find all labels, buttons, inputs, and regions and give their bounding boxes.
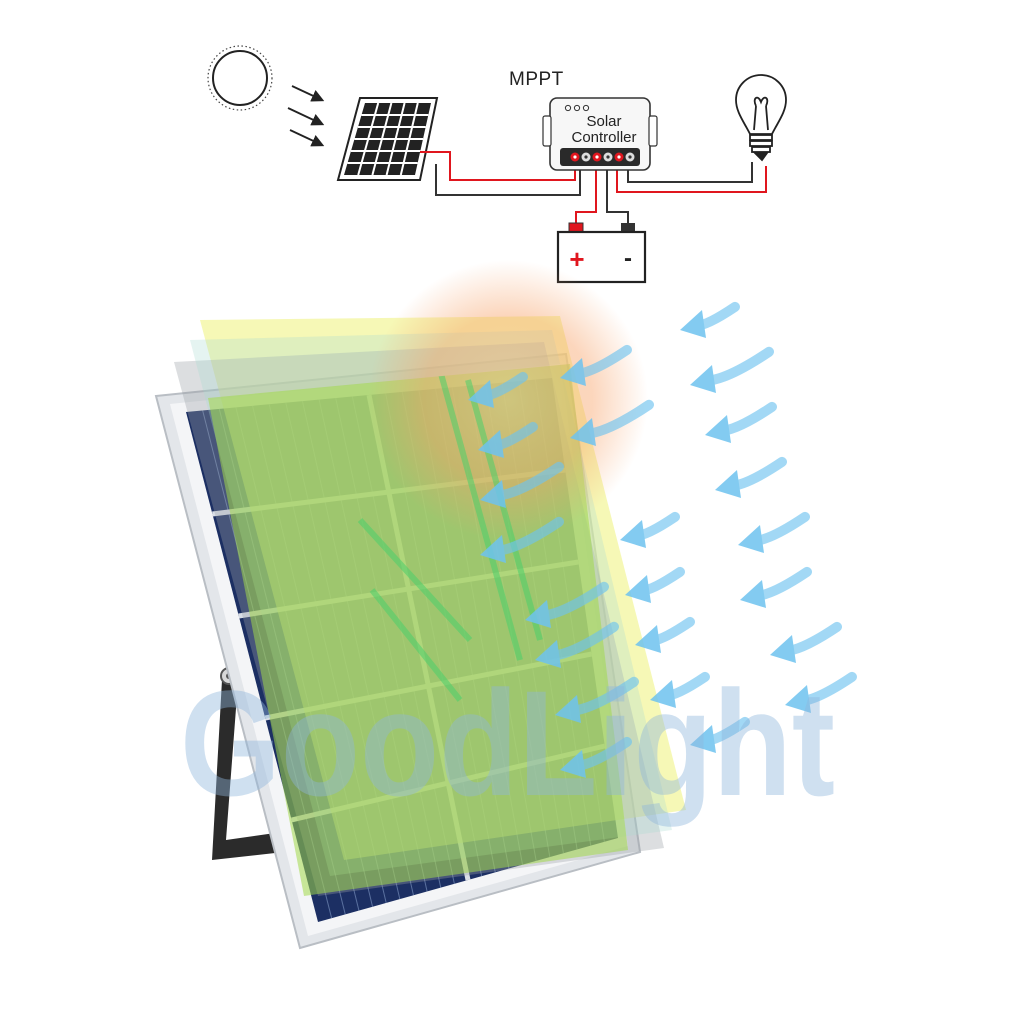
wind-arrow-icon [770, 621, 842, 663]
wind-arrow-icon [785, 671, 857, 713]
battery-plus-label: + [569, 244, 584, 274]
wind-arrow-icon [480, 516, 564, 563]
controller-label-line2: Controller [571, 129, 636, 146]
battery-minus-label: - [624, 245, 632, 272]
green-highlight-rays [357, 369, 543, 702]
controller-terminals [570, 152, 635, 162]
wind-arrow-icon [480, 461, 564, 508]
solar-controller-icon: Solar Controller [542, 97, 658, 171]
wind-arrow-icon [570, 399, 654, 446]
wind-arrow-icon [555, 676, 639, 723]
wind-arrow-icon [680, 301, 740, 338]
light-bulb-icon [735, 74, 787, 162]
wind-arrow-icon [620, 511, 680, 548]
circuit-diagram: MPPT Solar Controller [207, 45, 787, 284]
wind-arrow-icon [635, 616, 695, 653]
wind-arrow-icon [468, 371, 528, 408]
wind-arrows [468, 301, 857, 778]
wind-arrow-icon [690, 346, 774, 393]
mppt-label: MPPT [509, 69, 564, 90]
wind-arrow-icon [650, 671, 710, 708]
small-solar-panel-icon [336, 97, 439, 181]
wind-arrow-icon [715, 456, 787, 498]
battery-icon: + - [556, 222, 647, 284]
sun-icon [207, 45, 273, 111]
wind-arrow-icon [740, 566, 812, 608]
wind-arrow-icon [560, 344, 632, 386]
wind-arrow-icon [478, 421, 538, 458]
wind-arrow-icon [625, 566, 685, 603]
wires [420, 151, 767, 224]
wind-arrow-icon [525, 581, 609, 628]
wind-arrow-icon [535, 621, 619, 668]
wind-arrow-icon [560, 736, 632, 778]
wind-arrow-icon [690, 716, 750, 753]
wind-arrow-icon [738, 511, 810, 553]
wind-arrow-icon [705, 401, 777, 443]
sun-glow [368, 260, 648, 540]
controller-label-line1: Solar [586, 113, 621, 130]
sun-ray-arrow-icon [287, 85, 325, 147]
watermark-text: GoodLight [180, 659, 835, 827]
